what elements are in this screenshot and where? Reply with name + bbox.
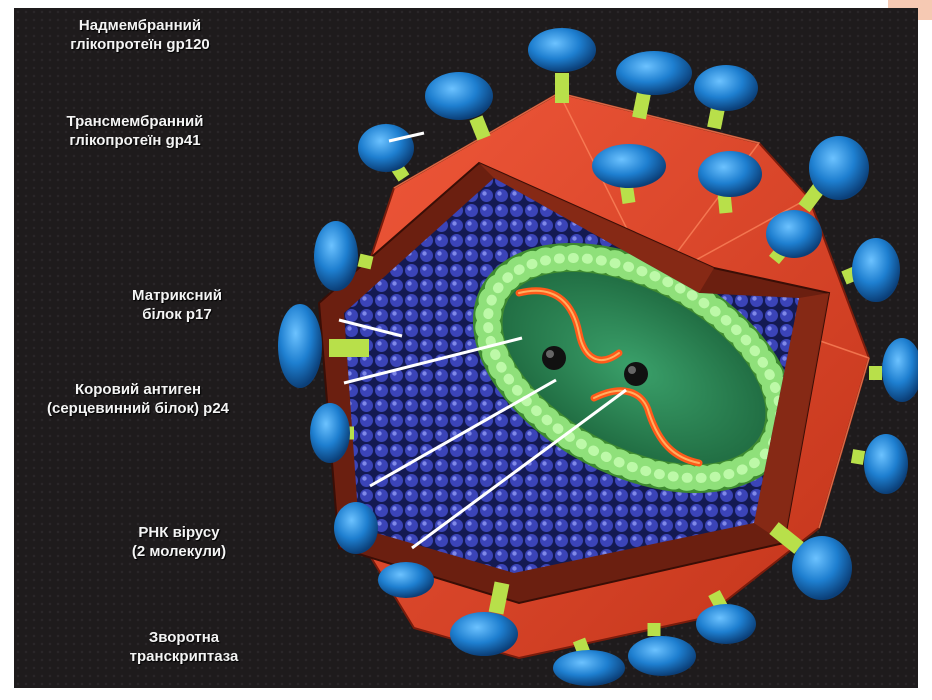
spike [358, 124, 414, 178]
reverse-transcriptase-2 [624, 362, 648, 386]
label-p24-line2: (серцевинний білок) p24 [14, 399, 262, 418]
spike [694, 65, 758, 128]
label-rna-line1: РНК вірусу [104, 523, 254, 542]
label-p17-line1: Матриксний [102, 286, 252, 305]
spike [869, 338, 918, 402]
spike [334, 502, 378, 554]
label-gp41: Трансмембранний глікопротеїн gp41 [30, 112, 240, 150]
spike [378, 562, 434, 598]
label-rna: РНК вірусу (2 молекули) [104, 523, 254, 561]
spike [804, 136, 869, 208]
label-p17-line2: білок p17 [102, 305, 252, 324]
reverse-transcriptase-1 [542, 346, 566, 370]
label-rt-line2: транскриптаза [109, 647, 259, 666]
label-rt: Зворотна транскриптаза [109, 628, 259, 666]
label-p17: Матриксний білок p17 [102, 286, 252, 324]
virion-illustration [14, 8, 918, 688]
label-gp120-line2: глікопротеїн gp120 [40, 35, 240, 54]
spike [425, 72, 493, 138]
spike [852, 434, 908, 494]
label-rt-line1: Зворотна [109, 628, 259, 647]
label-gp120: Надмембранний глікопротеїн gp120 [40, 16, 240, 54]
spike [528, 28, 596, 103]
label-rna-line2: (2 молекули) [104, 542, 254, 561]
hiv-virion-diagram: Надмембранний глікопротеїн gp120 Трансме… [14, 8, 918, 688]
spike [774, 528, 852, 600]
label-gp41-line2: глікопротеїн gp41 [30, 131, 240, 150]
label-p24-line1: Коровий антиген [14, 380, 262, 399]
spike [844, 238, 900, 302]
label-gp41-line1: Трансмембранний [30, 112, 240, 131]
label-p24: Коровий антиген (серцевинний білок) p24 [14, 380, 262, 418]
spike [616, 51, 692, 118]
label-gp120-line1: Надмембранний [40, 16, 240, 35]
